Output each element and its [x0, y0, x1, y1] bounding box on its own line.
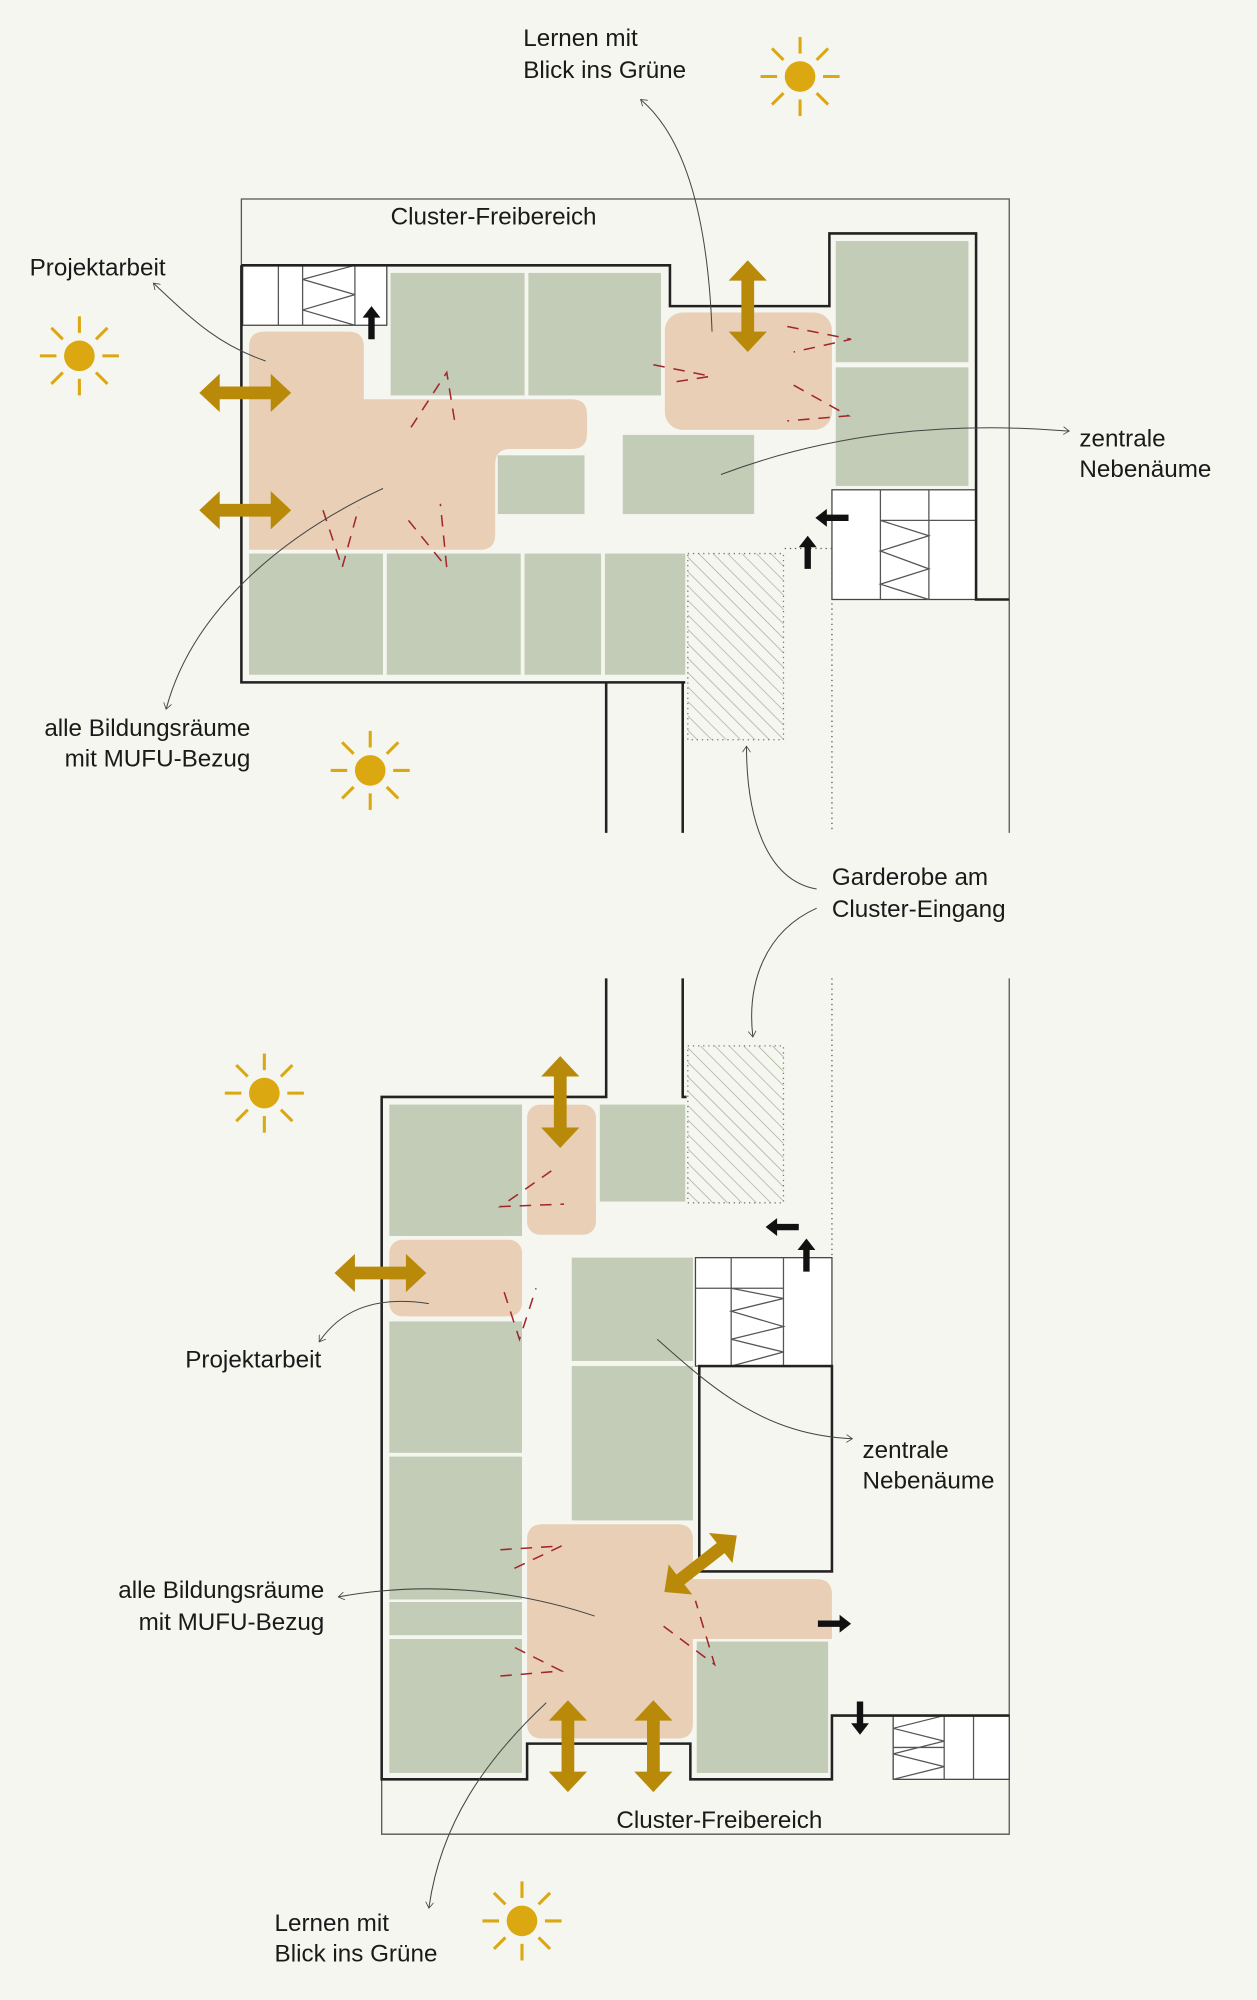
room: [835, 367, 969, 486]
sun-icon: [758, 35, 842, 118]
label-bildung: alle Bildungsräume: [118, 1577, 324, 1604]
room: [249, 553, 383, 675]
outer-boundary: [381, 978, 1010, 1835]
top-plan: Cluster-Freibereich Lernen mit Blick ins…: [30, 25, 1211, 1037]
label-gruen: Lernen mit: [523, 25, 638, 52]
rooms: [389, 1104, 829, 1773]
label-gruen: Lernen mit: [275, 1910, 390, 1937]
label-projekt: Projektarbeit: [30, 255, 166, 282]
room: [386, 553, 521, 675]
label-garderobe: Cluster-Eingang: [832, 896, 1006, 923]
room: [835, 241, 969, 363]
label-neben: Nebenäume: [863, 1468, 995, 1495]
room: [528, 272, 662, 396]
building-wall: [380, 978, 1010, 1781]
label-neben: Nebenäume: [1079, 456, 1211, 483]
annotation-leaders: [318, 1300, 852, 1908]
room: [497, 455, 585, 515]
label-neben: zentrale: [863, 1437, 949, 1464]
room: [571, 1257, 693, 1361]
stairs: [242, 264, 977, 601]
corridor-line: [784, 547, 833, 833]
room: [599, 1104, 686, 1202]
rooms: [249, 241, 969, 675]
wardrobe-area: [687, 552, 785, 741]
learning-zone: [527, 1524, 832, 1739]
learning-zone: [527, 1104, 596, 1235]
sun-icon: [480, 1879, 564, 1962]
arrow-left-icon: [765, 1218, 799, 1236]
building-wall: [240, 232, 1010, 833]
label-freibereich: Cluster-Freibereich: [616, 1807, 822, 1834]
outer-boundary: [240, 198, 1010, 833]
arrow-up-icon: [798, 535, 817, 569]
room: [390, 272, 525, 396]
room: [696, 1641, 829, 1773]
sun-icon: [38, 314, 121, 397]
learning-zone: [389, 1239, 522, 1317]
room: [389, 1639, 522, 1773]
label-projekt: Projektarbeit: [185, 1346, 321, 1373]
view-lines: [497, 1170, 716, 1677]
wardrobe-area: [687, 1045, 785, 1204]
label-bildung: mit MUFU-Bezug: [65, 746, 251, 773]
bottom-plan: Projektarbeit zentrale Nebenäume alle Bi…: [118, 978, 1010, 1968]
sun-icon: [329, 729, 412, 812]
stairs: [694, 1257, 1010, 1780]
label-bildung: alle Bildungsräume: [44, 715, 250, 742]
label-gruen: Blick ins Grüne: [523, 57, 686, 84]
label-gruen: Blick ins Grüne: [275, 1941, 438, 1968]
label-bildung: mit MUFU-Bezug: [139, 1609, 325, 1636]
label-freibereich: Cluster-Freibereich: [391, 203, 597, 230]
room: [389, 1456, 522, 1636]
label-neben: zentrale: [1079, 425, 1165, 452]
label-garderobe: Garderobe am: [832, 864, 988, 891]
room: [571, 1366, 693, 1521]
room: [604, 553, 686, 675]
sun-icon: [223, 1052, 306, 1135]
annotation-leaders: [153, 99, 1069, 1036]
room: [389, 1104, 522, 1236]
room: [524, 553, 602, 675]
learning-zone: [664, 312, 832, 430]
arrow-down-icon: [851, 1701, 869, 1735]
room: [389, 1321, 522, 1453]
room: [622, 434, 755, 515]
learning-zone: [249, 331, 588, 550]
view-lines: [322, 325, 852, 571]
